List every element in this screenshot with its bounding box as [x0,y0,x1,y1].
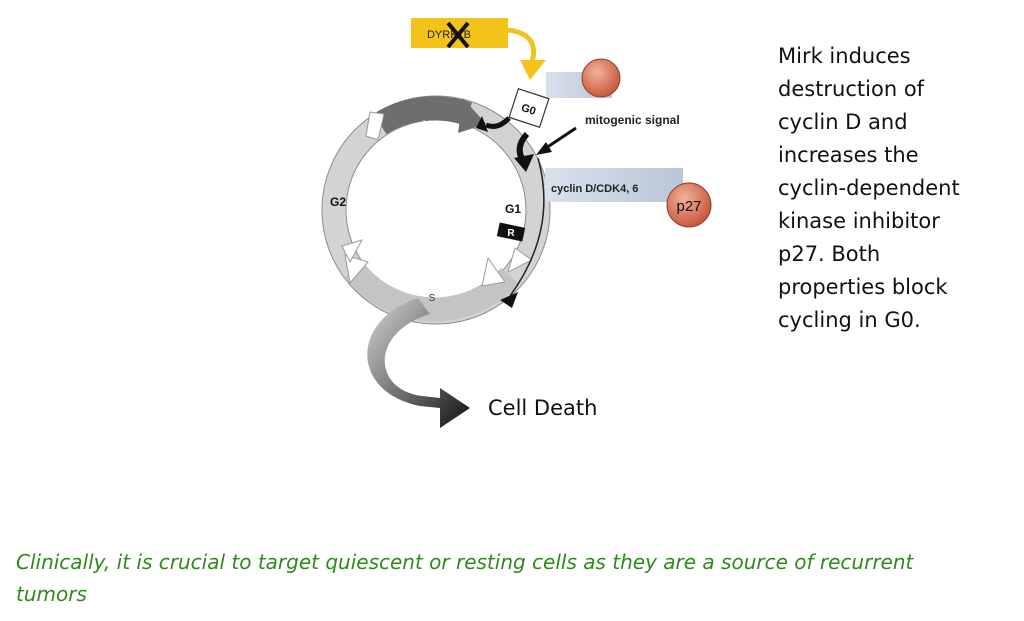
phase-g1-label: G1 [505,202,521,216]
cell-death-arrow [367,298,470,428]
g0-arrows [476,116,534,172]
dyrk1b-box: DYRK1B [411,18,508,49]
cyclin-cdk-label: cyclin D/CDK4, 6 [551,183,638,195]
phase-s-label: S [429,293,436,304]
explanation-line: cycling in G0. [778,308,921,332]
mitogenic-signal-label: mitogenic signal [585,113,680,127]
explanation-line: Mirk induces [778,44,911,68]
phase-r-label: R [507,228,515,239]
g0-label: G0 [520,102,538,118]
explanation-line: cyclin-dependent [778,176,960,200]
cyclin-d-degradation-box [546,58,621,98]
cell-death-label: Cell Death [488,396,598,420]
phase-m-label: M [422,119,431,131]
restriction-point: R [496,222,526,242]
explanation-line: cyclin D and [778,110,908,134]
dyrk1b-label: DYRK1B [427,29,471,41]
protein-circle [581,58,621,98]
g1-outer-arrow [500,157,545,308]
explanation-line: properties block [778,275,948,299]
mitogenic-signal-arrow [536,126,577,155]
inhibition-x-icon [446,21,470,49]
cyclin-cdk-box: cyclin D/CDK4, 6 p27 [545,168,712,228]
clinical-note-line: tumors [16,582,87,606]
phase-g2-label: G2 [330,195,346,209]
p27-circle [666,182,712,228]
dyrk1b-yellow-arrow [507,27,546,80]
explanation-text: Mirk induces destruction of cyclin D and… [778,40,1008,337]
clinical-note-line: Clinically, it is crucial to target quie… [16,550,914,574]
g0-box: G0 [508,88,550,128]
explanation-line: kinase inhibitor [778,209,940,233]
explanation-line: p27. Both [778,242,881,266]
s-phase-segment [344,254,519,322]
p27-label: p27 [676,198,701,215]
explanation-line: destruction of [778,77,925,101]
ring-chevrons [341,239,533,273]
explanation-line: increases the [778,143,919,167]
clinical-note: Clinically, it is crucial to target quie… [16,546,1016,610]
